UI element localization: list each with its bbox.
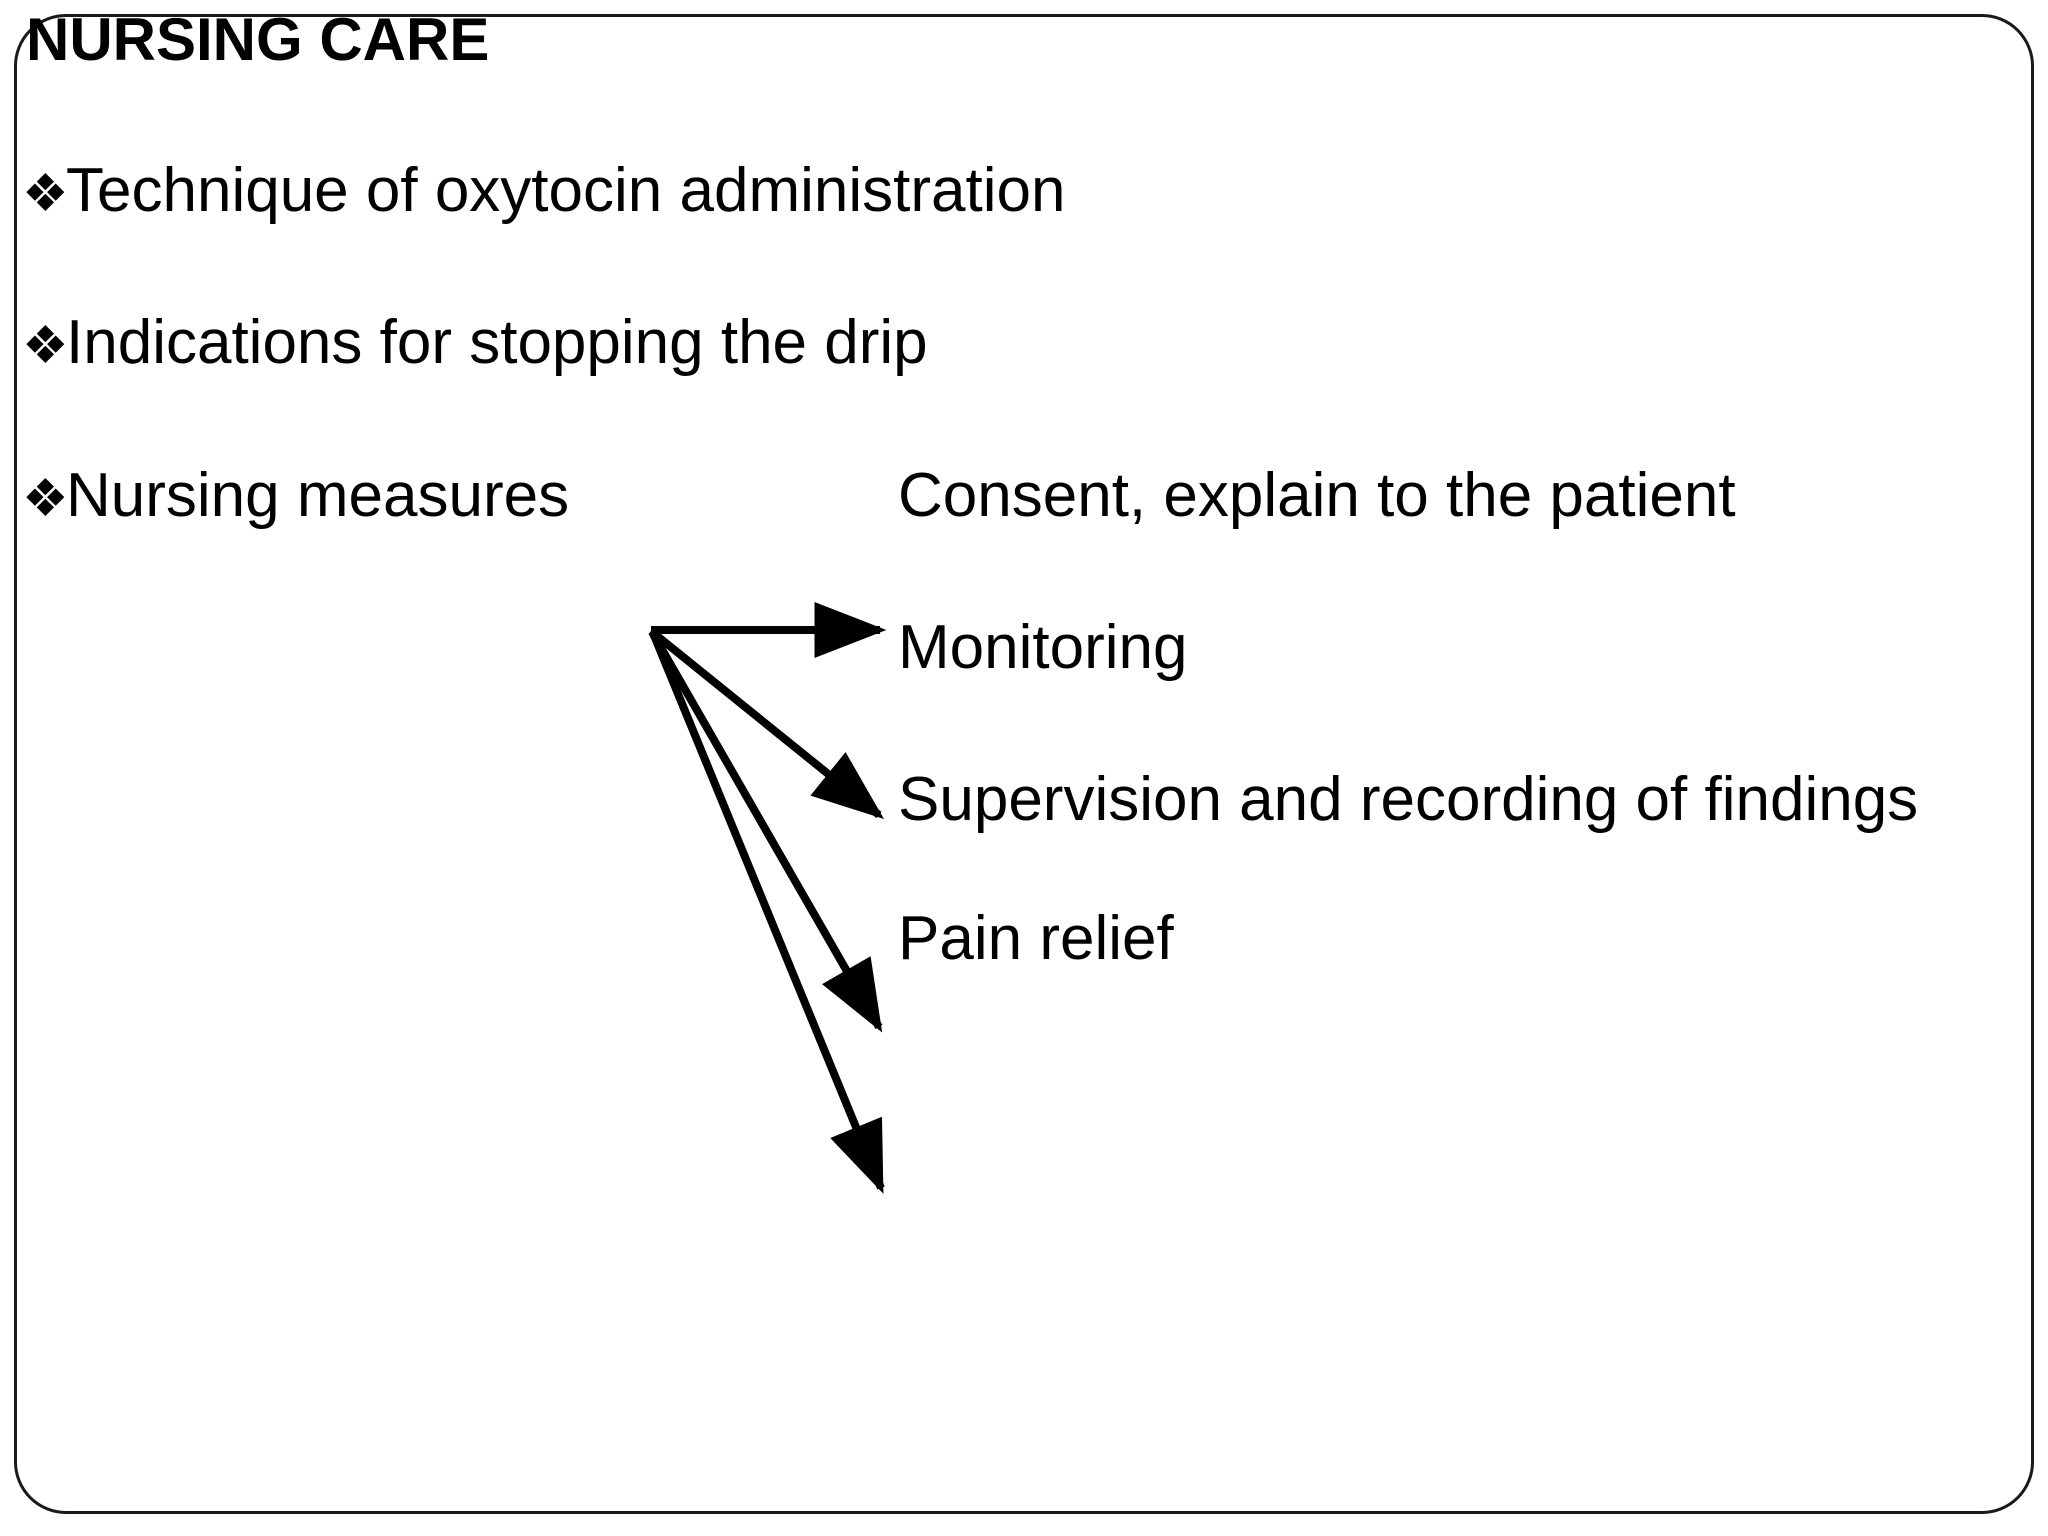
bullet-item-indications: ❖ Indications for stopping the drip (22, 312, 928, 374)
branch-label-consent: Consent, explain to the patient (898, 461, 1736, 530)
bullet-item-label: Technique of oxytocin administration (66, 156, 1066, 225)
diamond-bullet-icon: ❖ (22, 317, 69, 375)
arrow-to-supervision (648, 630, 883, 1033)
bullet-item-label: Nursing measures (66, 461, 570, 530)
diamond-bullet-icon: ❖ (22, 165, 69, 223)
page-title: NURSING CARE (26, 6, 490, 73)
diamond-bullet-icon: ❖ (22, 470, 69, 528)
arrow-to-pain-relief (649, 631, 885, 1194)
bullet-item-technique: ❖ Technique of oxytocin administration (22, 160, 1065, 222)
bullet-item-nursing-measures: ❖ Nursing measures (22, 465, 569, 527)
slide-border-frame (14, 14, 2034, 1514)
branch-label-monitoring: Monitoring (898, 613, 1188, 682)
branch-label-pain-relief: Pain relief (898, 904, 1174, 973)
branch-label-supervision: Supervision and recording of findings (898, 765, 1919, 834)
arrow-to-monitoring (648, 627, 884, 820)
bullet-item-label: Indications for stopping the drip (66, 308, 928, 377)
